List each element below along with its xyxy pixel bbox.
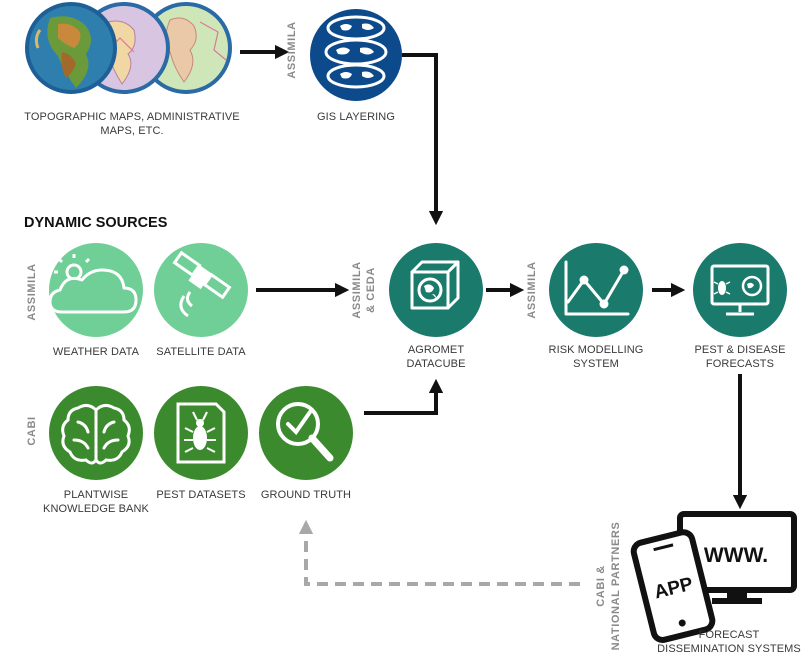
node-pest-datasets: PEST DATASETS xyxy=(154,386,248,501)
plantwise-label-line2: KNOWLEDGE BANK xyxy=(43,503,149,515)
risk-label-line1: RISK MODELLING xyxy=(549,344,644,356)
maps-label-line1: TOPOGRAPHIC MAPS, ADMINISTRATIVE xyxy=(24,111,240,123)
node-plantwise: PLANTWISE KNOWLEDGE BANK xyxy=(43,386,149,515)
gis-provider-label: ASSIMILA xyxy=(286,21,298,78)
arrow-gis-to-datacube xyxy=(402,53,444,226)
risk-label-line2: SYSTEM xyxy=(573,358,619,370)
node-datacube: ASSIMILA & CEDA AGROMET DATACUBE xyxy=(351,243,483,370)
datacube-provider-line1: ASSIMILA xyxy=(351,261,363,318)
datacube-label-line2: DATACUBE xyxy=(406,358,465,370)
forecasts-label-line1: PEST & DISEASE xyxy=(694,344,785,356)
www-text: WWW. xyxy=(704,544,768,567)
weather-label: WEATHER DATA xyxy=(53,346,140,358)
plantwise-label-line1: PLANTWISE xyxy=(64,489,128,501)
datacube-label-line1: AGROMET xyxy=(408,344,464,356)
dynamic-sources-heading: DYNAMIC SOURCES xyxy=(24,215,168,231)
layered-globe-icon xyxy=(324,15,388,89)
dashed-arrow-feedback-to-groundtruth xyxy=(298,519,580,586)
dynamic-provider-label: ASSIMILA xyxy=(26,263,38,320)
phone-monitor-icon: WWW. APP xyxy=(630,511,797,643)
globe-cube-icon xyxy=(410,260,460,310)
dissemination-provider-line1: CABI & xyxy=(595,565,607,607)
node-risk: ASSIMILA RISK MODELLING SYSTEM xyxy=(526,243,643,370)
forecasts-label-line2: FORECASTS xyxy=(706,358,774,370)
satellite-icon xyxy=(172,250,232,318)
connectors xyxy=(240,44,748,586)
satellite-label: SATELLITE DATA xyxy=(156,346,246,358)
dissemination-provider-line2: NATIONAL PARTNERS xyxy=(610,522,622,651)
beetle-document-icon xyxy=(176,402,226,464)
dissemination-label-line2: DISSEMINATION SYSTEMS xyxy=(657,643,801,655)
maps-label-line2: MAPS, ETC. xyxy=(100,125,163,137)
node-ground-truth: GROUND TRUTH xyxy=(259,386,353,501)
node-gis: ASSIMILA GIS LAYERING xyxy=(286,9,402,123)
node-weather: WEATHER DATA xyxy=(48,243,143,358)
sun-cloud-icon xyxy=(48,254,138,314)
node-dissemination: CABI & NATIONAL PARTNERS WWW. APP FORECA… xyxy=(595,511,801,655)
magnifier-check-icon xyxy=(276,402,334,462)
risk-provider-label: ASSIMILA xyxy=(526,261,538,318)
pest-datasets-label: PEST DATASETS xyxy=(156,489,245,501)
node-forecasts: PEST & DISEASE FORECASTS xyxy=(693,243,787,370)
globe-map-icon xyxy=(25,2,232,94)
node-satellite: SATELLITE DATA xyxy=(154,243,248,358)
cabi-provider-label: CABI xyxy=(26,416,38,445)
node-maps: TOPOGRAPHIC MAPS, ADMINISTRATIVE MAPS, E… xyxy=(24,2,240,137)
datacube-provider-line2: & CEDA xyxy=(365,267,377,313)
beetle-monitor-icon xyxy=(710,264,770,316)
line-chart-icon xyxy=(564,260,630,316)
ground-truth-label: GROUND TRUTH xyxy=(261,489,351,501)
dissemination-label-line1: FORECAST xyxy=(699,629,760,641)
arrow-groundtruth-to-datacube xyxy=(364,378,444,415)
brain-icon xyxy=(61,403,131,465)
gis-label: GIS LAYERING xyxy=(317,111,395,123)
